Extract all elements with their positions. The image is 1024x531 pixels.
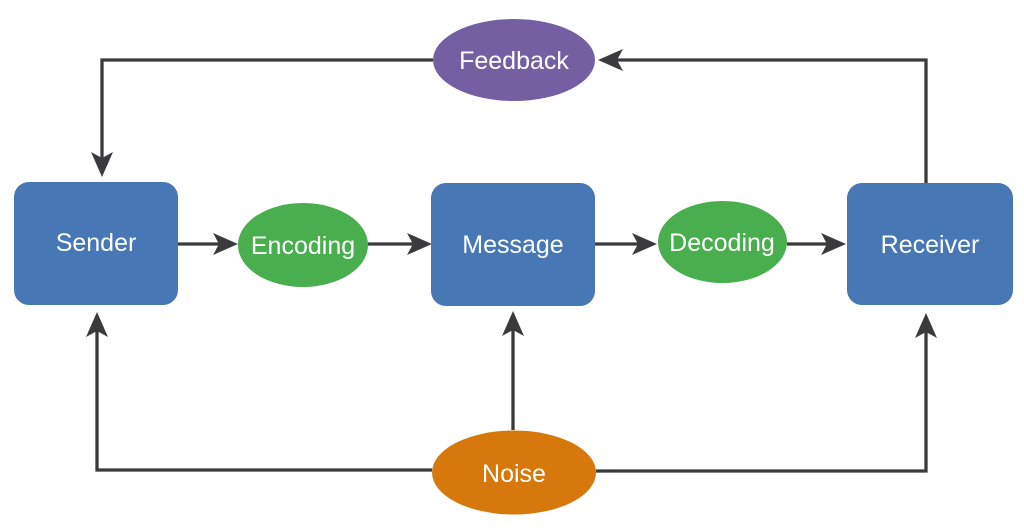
svg-text:Encoding: Encoding — [251, 232, 355, 260]
svg-text:Noise: Noise — [482, 460, 546, 488]
svg-text:Feedback: Feedback — [459, 47, 569, 75]
svg-text:Sender: Sender — [56, 229, 137, 257]
svg-text:Receiver: Receiver — [881, 231, 980, 259]
svg-text:Message: Message — [462, 231, 563, 259]
svg-text:Decoding: Decoding — [669, 229, 775, 257]
